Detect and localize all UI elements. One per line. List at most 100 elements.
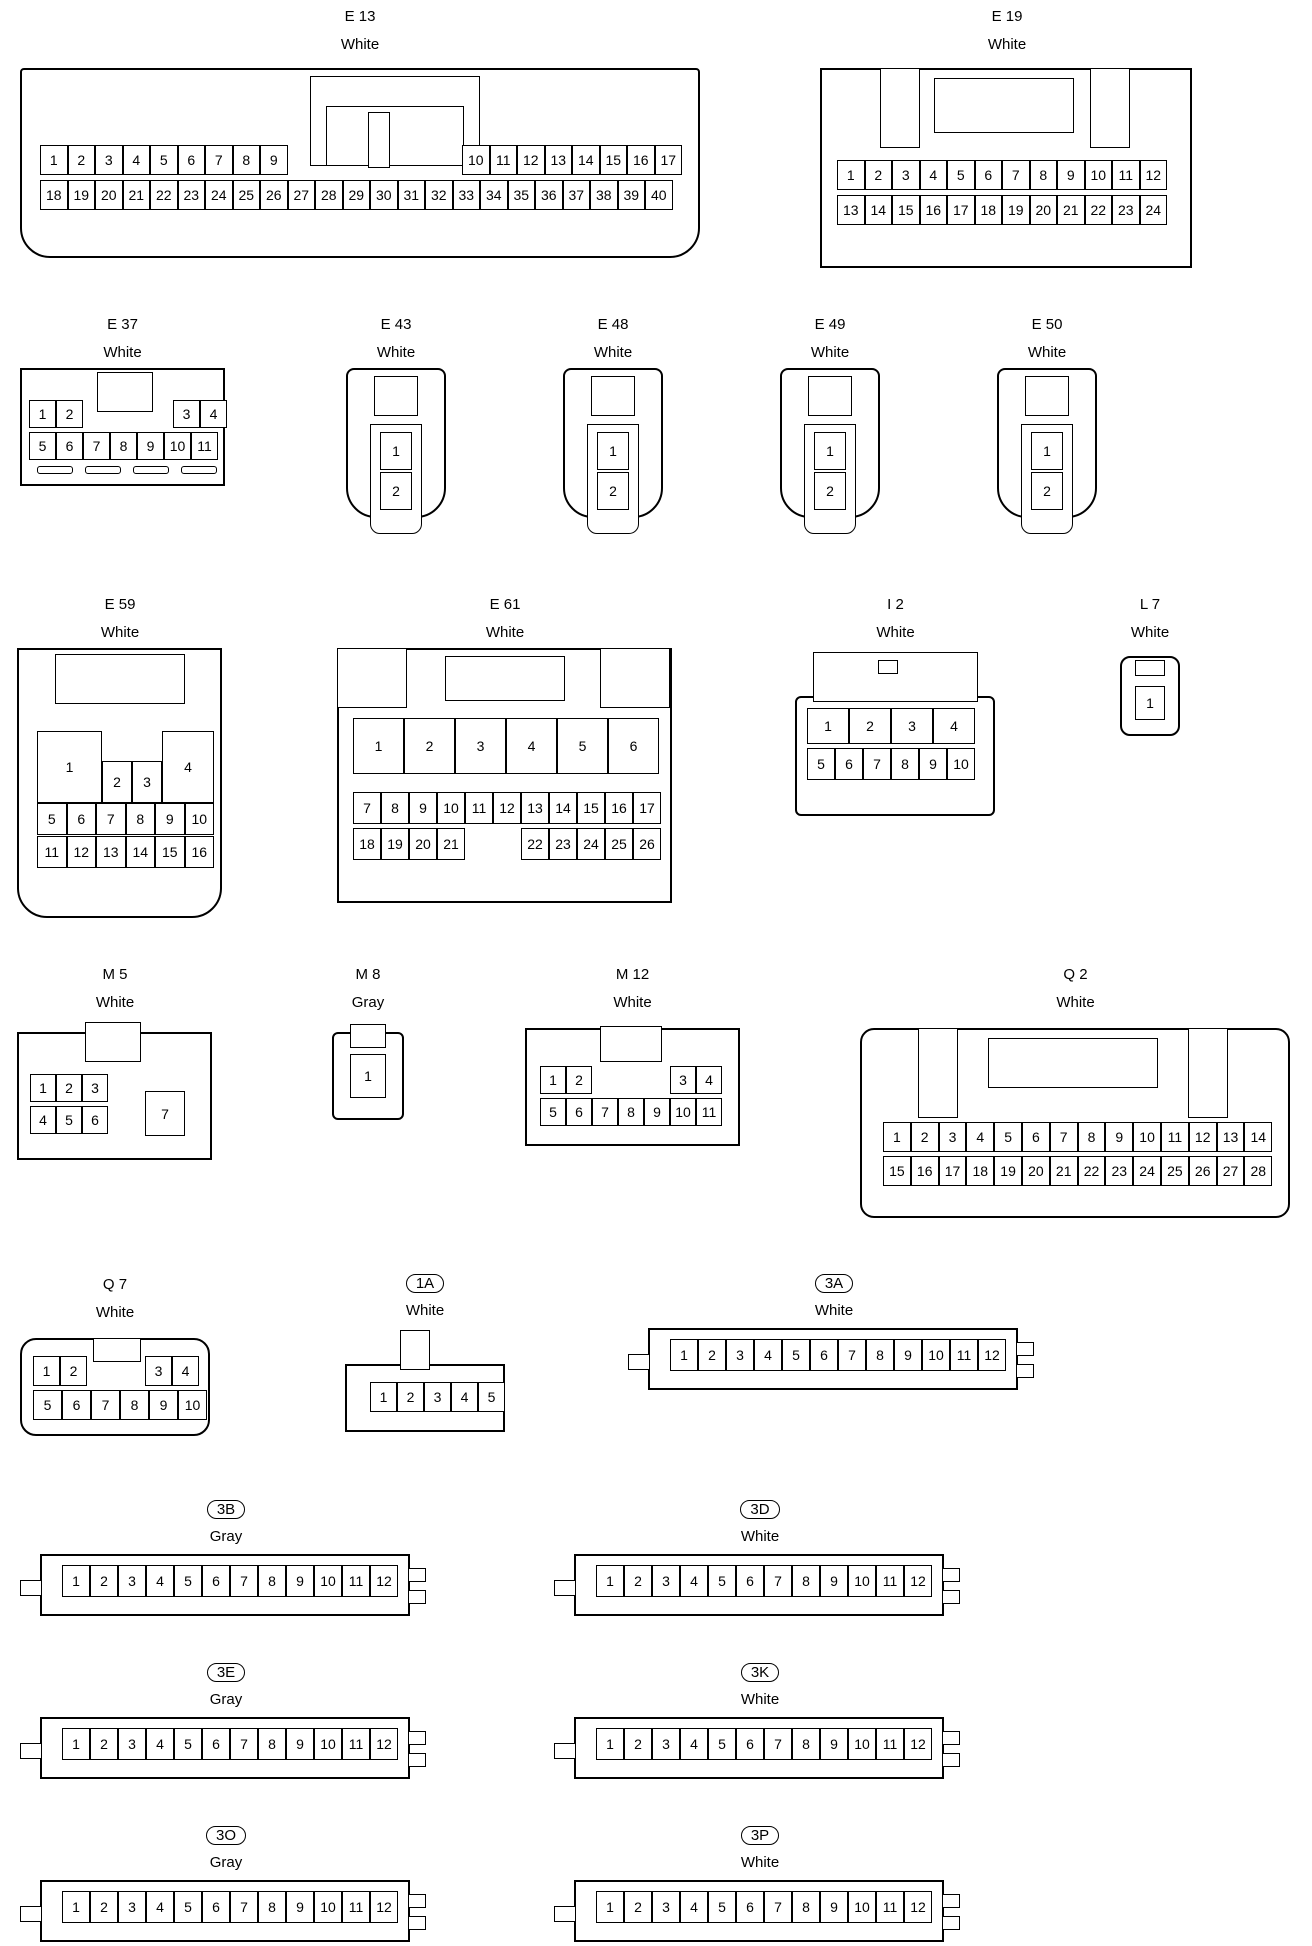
pin: 2 (864, 160, 892, 190)
end-tab-left (554, 1580, 576, 1596)
end-tab-left (20, 1743, 42, 1759)
pin: 2 (380, 472, 412, 510)
pin: 9 (286, 1728, 314, 1760)
pin: 11 (342, 1891, 370, 1923)
end-tab-right (942, 1568, 960, 1582)
pin: 12 (904, 1728, 932, 1760)
pin: 4 (680, 1891, 708, 1923)
latch-tab (55, 654, 185, 704)
pin: 9 (286, 1565, 314, 1597)
pin: 8 (792, 1565, 820, 1597)
pin: 1 (30, 1074, 56, 1102)
pin: 2 (624, 1565, 652, 1597)
connector-color: White (95, 1304, 135, 1321)
pin: 3 (118, 1565, 146, 1597)
connector-id: E 59 (104, 596, 136, 613)
pin: 24 (205, 180, 233, 210)
pin: 13 (96, 836, 126, 868)
connector-id: E 19 (991, 8, 1023, 25)
connector-color: White (1027, 344, 1067, 361)
pin: 20 (1022, 1156, 1050, 1186)
pin: 8 (1029, 160, 1057, 190)
pin: 4 (754, 1339, 782, 1371)
pin: 25 (232, 180, 260, 210)
pin: 2 (56, 1074, 82, 1102)
pin: 12 (904, 1565, 932, 1597)
pin-big-right: 4 (162, 731, 214, 803)
pin: 7 (83, 432, 110, 460)
latch-tab (600, 1026, 662, 1062)
pin: 5 (557, 718, 608, 774)
pin: 26 (260, 180, 288, 210)
pin: 11 (342, 1565, 370, 1597)
pin: 3 (132, 761, 162, 803)
pin: 20 (409, 828, 437, 860)
pin: 12 (370, 1565, 398, 1597)
pin: 11 (465, 792, 493, 824)
pin: 28 (315, 180, 343, 210)
pin: 7 (96, 803, 126, 835)
pin: 14 (125, 836, 155, 868)
pin: 3 (455, 718, 506, 774)
pin: 10 (314, 1891, 342, 1923)
pin: 12 (517, 145, 545, 175)
pin: 12 (1139, 160, 1167, 190)
side-post-right (1090, 68, 1130, 148)
pin: 3 (892, 160, 920, 190)
latch-tab (934, 78, 1074, 133)
pin: 10 (314, 1565, 342, 1597)
connector-color: White (340, 36, 380, 53)
pin: 9 (137, 432, 164, 460)
pin: 4 (680, 1728, 708, 1760)
connector-color: White (810, 344, 850, 361)
connector-id: 3O (16, 1826, 436, 1845)
connector-id-badge: 1A (405, 1274, 445, 1293)
pin: 15 (892, 195, 920, 225)
pin: 11 (342, 1728, 370, 1760)
pin: 11 (950, 1339, 978, 1371)
latch-tab (988, 1038, 1158, 1088)
pin: 22 (521, 828, 549, 860)
pin: 7 (353, 792, 381, 824)
pin: 2 (1031, 472, 1063, 510)
end-tab-right-2 (408, 1916, 426, 1930)
pin: 37 (562, 180, 590, 210)
connector-id: E 13 (344, 8, 376, 25)
pin: 16 (184, 836, 214, 868)
end-tab-right-2 (942, 1590, 960, 1604)
pin: 4 (30, 1106, 56, 1134)
pin: 19 (1002, 195, 1030, 225)
pin: 8 (891, 748, 919, 780)
latch-tab (374, 376, 418, 416)
pin: 2 (624, 1891, 652, 1923)
pin: 5 (708, 1728, 736, 1760)
pin: 3 (652, 1565, 680, 1597)
pin: 10 (178, 1390, 207, 1420)
pin: 22 (150, 180, 178, 210)
pin: 23 (177, 180, 205, 210)
pin: 13 (837, 195, 865, 225)
connector-id: M 5 (102, 966, 128, 983)
pin-big: 7 (145, 1091, 185, 1136)
pin: 3 (670, 1066, 696, 1094)
pin: 21 (437, 828, 465, 860)
pin: 2 (397, 1382, 424, 1412)
side-post-left (918, 1028, 958, 1118)
pin: 11 (876, 1728, 904, 1760)
pin: 3 (82, 1074, 108, 1102)
pin: 1 (1135, 686, 1165, 720)
pin: 8 (618, 1098, 644, 1126)
pin: 9 (155, 803, 185, 835)
pin: 3 (652, 1891, 680, 1923)
pin: 10 (670, 1098, 696, 1126)
connector-id: E 43 (380, 316, 412, 333)
pin: 4 (146, 1565, 174, 1597)
pin: 9 (820, 1728, 848, 1760)
pin: 1 (837, 160, 865, 190)
pin: 5 (33, 1390, 62, 1420)
pin: 9 (820, 1565, 848, 1597)
